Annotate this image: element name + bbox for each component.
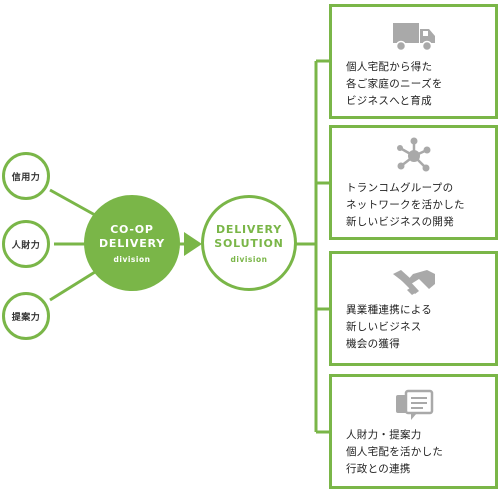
delivery-solution-sub: division: [230, 254, 268, 264]
truck-icon: [392, 23, 435, 52]
connector-line: [49, 188, 96, 217]
card-text: 個人宅配から得た 各ご家庭のニーズを ビジネスへと育成: [346, 61, 443, 107]
network-icon: [396, 137, 430, 172]
coop-delivery-circle: CO-OP DELIVERY division: [84, 195, 180, 291]
card-group-network: トランコムグループの ネットワークを活かした 新しいビジネスの開発: [329, 125, 498, 240]
card-household-needs: 個人宅配から得た 各ご家庭のニーズを ビジネスへと育成: [329, 4, 498, 119]
card-government: 人財力・提案力 個人宅配を活かした 行政との連携: [329, 374, 498, 489]
human-capital-label: 人財力: [11, 240, 41, 251]
coop-delivery-sub: division: [113, 254, 151, 264]
coop-delivery-title: CO-OP DELIVERY: [98, 222, 165, 250]
handshake-icon: [392, 270, 435, 295]
trust-circle: 信用力: [2, 152, 50, 200]
delivery-solution-circle: DELIVERY SOLUTION division: [201, 195, 297, 291]
proposal-label: 提案力: [11, 312, 41, 323]
card-text: 異業種連携による 新しいビジネス 機会の獲得: [346, 304, 433, 350]
card-text: 人財力・提案力 個人宅配を活かした 行政との連携: [346, 429, 444, 475]
proposal-circle: 提案力: [2, 292, 50, 340]
card-text: トランコムグループの ネットワークを活かした 新しいビジネスの開発: [346, 182, 465, 228]
arrow-head-icon: [184, 232, 202, 256]
delivery-solution-title: DELIVERY SOLUTION: [214, 222, 284, 250]
connector-line: [49, 270, 96, 302]
chat-icon: [395, 389, 433, 420]
card-cross-industry: 異業種連携による 新しいビジネス 機会の獲得: [329, 251, 498, 366]
trust-label: 信用力: [11, 172, 41, 183]
human-capital-circle: 人財力: [2, 220, 50, 268]
